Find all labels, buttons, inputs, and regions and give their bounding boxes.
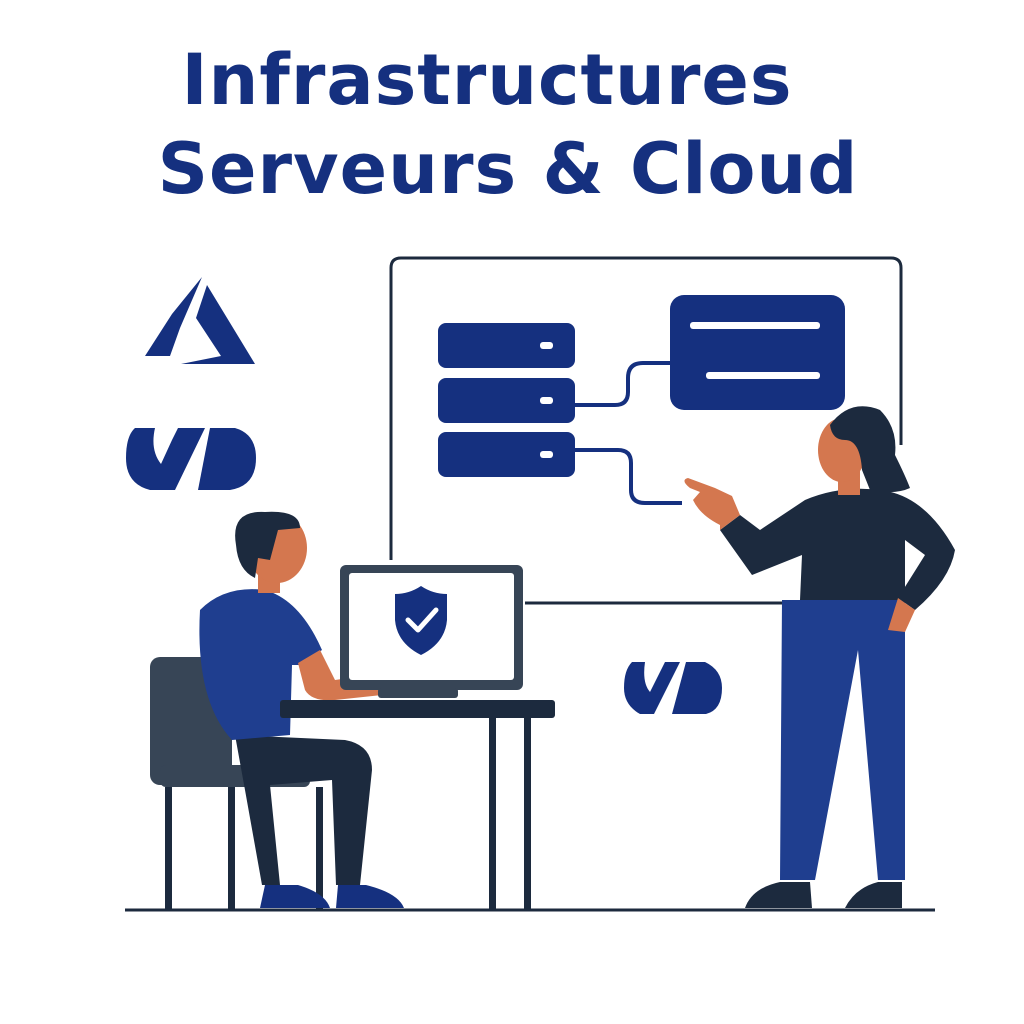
server-rack-icon [438, 323, 575, 477]
brand-logo-icon [624, 662, 722, 714]
woman-presenting [684, 406, 955, 908]
laptop [340, 565, 523, 698]
azure-logo-icon [145, 277, 255, 364]
title-line-1: Infrastructures [181, 39, 793, 121]
shield-check-icon [395, 586, 447, 655]
brand-logo-icon [126, 428, 256, 490]
network-connectors [575, 361, 682, 505]
man-at-laptop [199, 511, 420, 908]
desk [280, 700, 555, 910]
cloud-panel [670, 295, 845, 410]
title-line-2: Serveurs & Cloud [157, 128, 859, 210]
whiteboard [389, 256, 903, 605]
